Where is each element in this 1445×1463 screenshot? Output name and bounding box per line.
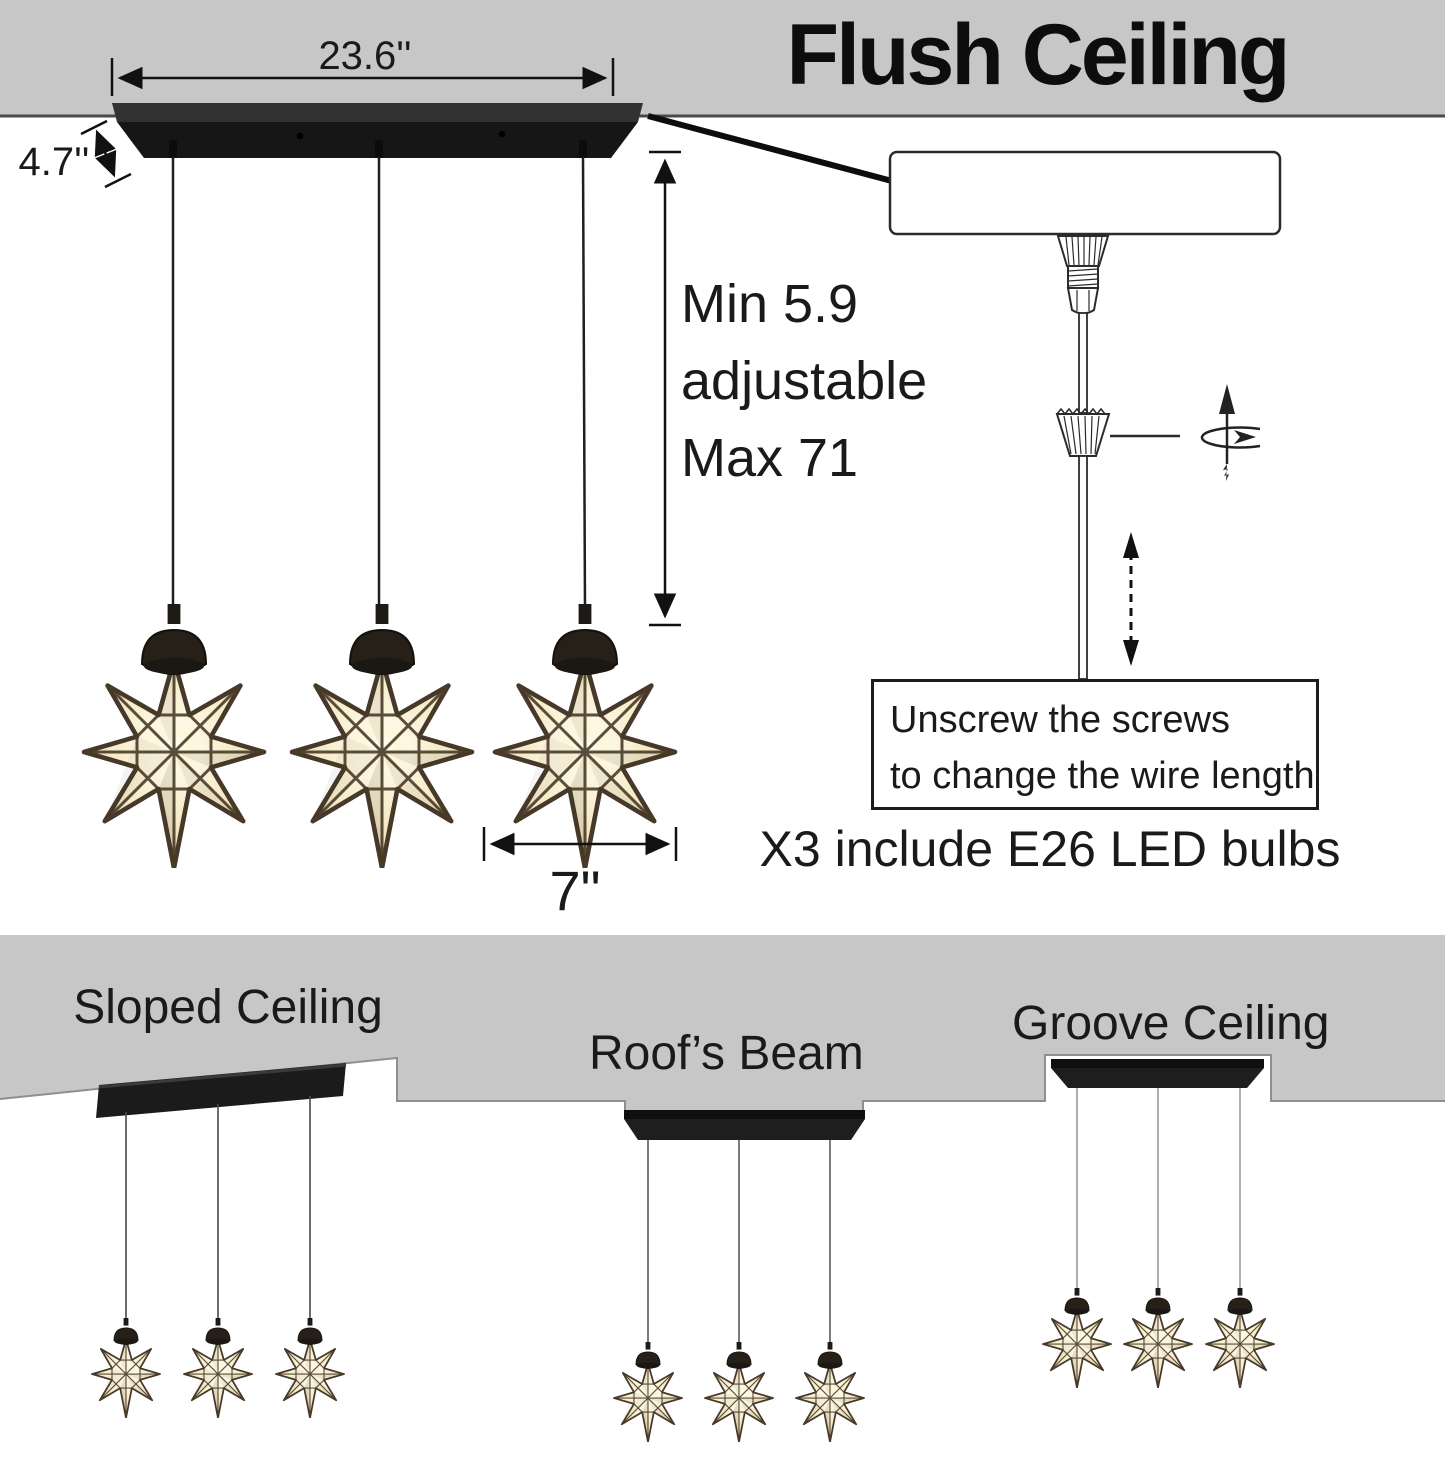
mounting-options-band [0, 935, 1445, 1114]
flush-mount-detail [888, 150, 1282, 680]
label-sloped-ceiling: Sloped Ceiling [73, 981, 383, 1034]
drop-adjustable-label: adjustable [681, 351, 928, 411]
drop-min-label: Min 5.9 [681, 274, 859, 334]
page-title: Flush Ceiling [786, 7, 1291, 103]
flush-ceiling-band [0, 0, 1445, 118]
canopy-bar [112, 103, 643, 158]
label-groove-ceiling: Groove Ceiling [1012, 997, 1330, 1050]
star-pendant-large-2 [292, 604, 472, 868]
roofs-beam-fixture [613, 1110, 865, 1442]
bulbs-note: X3 include E26 LED bulbs [759, 821, 1341, 877]
star-pendant-large-3 [495, 604, 675, 868]
dimension-drop-height [649, 150, 681, 627]
canopy-depth-label: 4.7'' [18, 140, 90, 184]
adjustable-length-arrow-icon [1123, 532, 1139, 666]
drop-max-label: Max 71 [681, 428, 859, 488]
wire-length-note-line1: Unscrew the screws [890, 699, 1230, 741]
rotate-direction-icon [1200, 384, 1261, 481]
dimension-shade-width [482, 827, 678, 861]
groove-ceiling-fixture [1042, 1059, 1275, 1388]
shade-width-label: 7" [549, 859, 601, 922]
star-pendant-large-1 [84, 604, 264, 868]
label-roofs-beam: Roof’s Beam [589, 1027, 864, 1080]
pendant-cords [171, 156, 587, 611]
dimension-canopy-depth [80, 119, 132, 189]
dimension-canopy-width [110, 58, 615, 96]
sloped-ceiling-fixture [91, 1063, 347, 1418]
canopy-width-label: 23.6'' [318, 34, 412, 78]
wire-length-note-box: Unscrew the screws to change the wire le… [871, 679, 1319, 810]
wire-length-note-line2: to change the wire length [890, 755, 1315, 797]
